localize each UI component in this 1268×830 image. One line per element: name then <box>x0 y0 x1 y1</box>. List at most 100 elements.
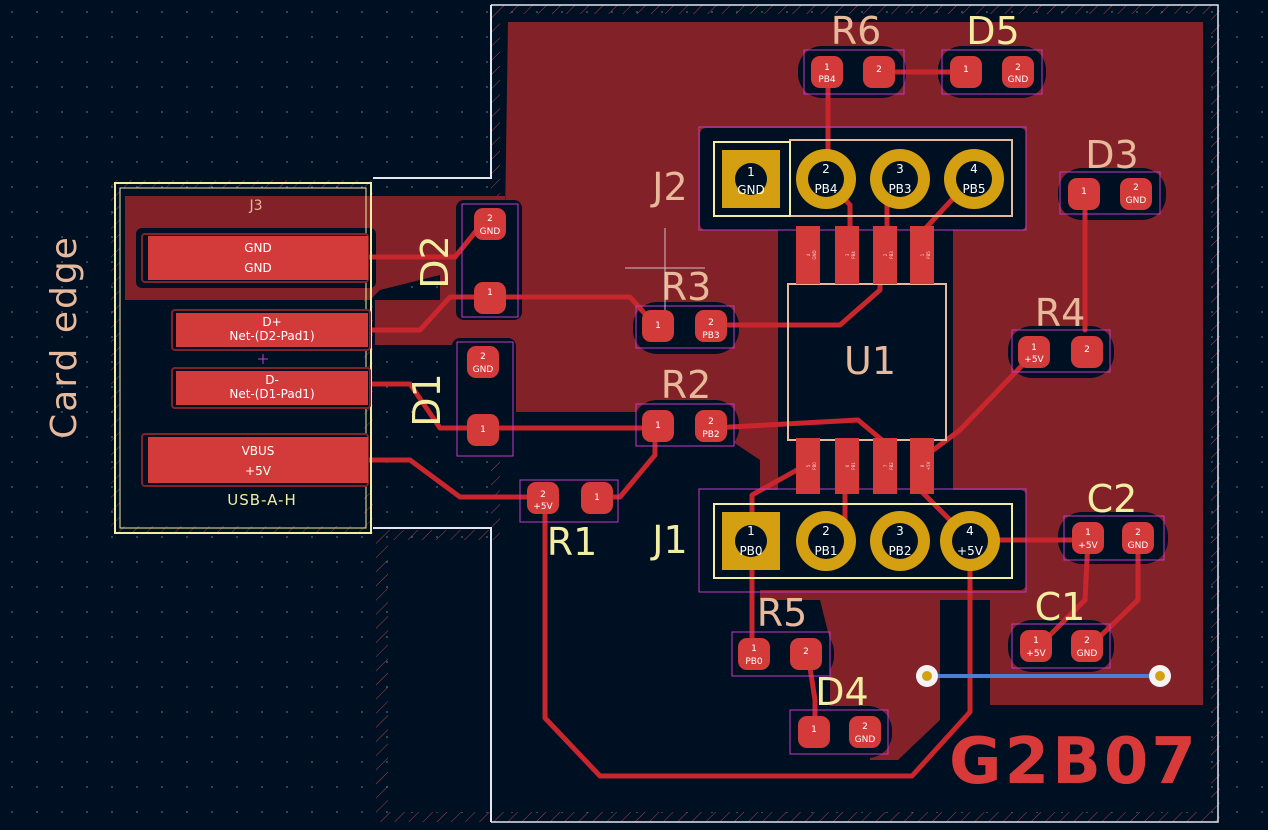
usb-pad-dplus-label2: Net-(D2-Pad1) <box>229 329 314 343</box>
card-edge-label: Card edge <box>44 235 85 439</box>
svg-text:GND: GND <box>473 365 494 375</box>
svg-text:PB2: PB2 <box>889 462 894 470</box>
svg-text:8: 8 <box>920 464 925 467</box>
led-d3: D3 1 2 GND <box>1068 133 1152 210</box>
svg-text:D5: D5 <box>966 9 1019 53</box>
svg-text:+5V: +5V <box>533 502 553 512</box>
svg-text:2: 2 <box>822 524 830 538</box>
svg-text:R3: R3 <box>661 265 712 309</box>
svg-text:1: 1 <box>747 165 755 179</box>
svg-text:C2: C2 <box>1087 477 1138 521</box>
svg-text:D2: D2 <box>413 235 457 288</box>
svg-text:6: 6 <box>845 464 850 467</box>
svg-text:PB4: PB4 <box>851 251 856 259</box>
svg-text:D3: D3 <box>1085 133 1138 177</box>
svg-text:+5V: +5V <box>1026 649 1046 659</box>
svg-text:PB0: PB0 <box>745 657 763 667</box>
svg-text:+5V: +5V <box>957 544 984 558</box>
svg-text:2: 2 <box>708 318 714 328</box>
svg-text:4: 4 <box>970 162 978 176</box>
svg-text:1: 1 <box>480 425 486 435</box>
svg-text:PB3: PB3 <box>702 331 719 341</box>
usb-pad-dplus-label1: D+ <box>262 315 281 329</box>
svg-text:4: 4 <box>966 524 974 538</box>
svg-text:1: 1 <box>487 288 493 298</box>
connector-j1: J1 1 PB0 2 PB1 3 PB2 4 +5V <box>650 511 1000 571</box>
svg-text:2: 2 <box>1135 528 1141 538</box>
svg-text:D1: D1 <box>405 373 449 426</box>
svg-text:R5: R5 <box>757 591 808 635</box>
svg-text:PB1: PB1 <box>851 462 856 470</box>
svg-text:1: 1 <box>655 421 661 431</box>
svg-text:2: 2 <box>1015 63 1021 73</box>
svg-text:1: 1 <box>751 644 757 654</box>
svg-text:GND: GND <box>1008 75 1029 85</box>
svg-text:GND: GND <box>480 227 501 237</box>
led-d5: D5 1 2 GND <box>950 9 1034 88</box>
svg-text:GND: GND <box>737 183 765 197</box>
svg-text:2: 2 <box>803 647 809 657</box>
svg-text:PB2: PB2 <box>702 430 719 440</box>
svg-text:PB1: PB1 <box>814 544 837 558</box>
usb-pad-dplus <box>176 313 368 347</box>
svg-text:2: 2 <box>487 214 493 224</box>
svg-text:5: 5 <box>806 464 811 467</box>
svg-text:+5V: +5V <box>926 461 931 470</box>
svg-text:PB0: PB0 <box>812 462 817 470</box>
svg-text:1: 1 <box>963 65 969 75</box>
svg-text:GND: GND <box>1128 541 1149 551</box>
usb-pad-vbus <box>148 437 368 483</box>
led-d2: D2 2 GND 1 <box>413 208 506 314</box>
svg-text:D4: D4 <box>815 670 868 714</box>
dimension-line <box>916 665 1171 687</box>
svg-text:PB4: PB4 <box>818 75 836 85</box>
svg-text:3: 3 <box>896 162 904 176</box>
svg-text:1: 1 <box>1085 528 1091 538</box>
svg-text:2: 2 <box>862 722 868 732</box>
svg-text:R1: R1 <box>547 520 598 564</box>
capacitor-c1: C1 1 +5V 2 GND <box>1020 585 1103 662</box>
usb-pad-gnd <box>148 236 368 280</box>
svg-text:1: 1 <box>1081 187 1087 197</box>
svg-text:2: 2 <box>1084 345 1090 355</box>
resistor-r5: R5 1 PB0 2 <box>738 591 822 670</box>
u1-ref-label: U1 <box>844 339 896 383</box>
svg-text:1: 1 <box>920 253 925 256</box>
svg-text:PB0: PB0 <box>739 544 762 558</box>
svg-text:2: 2 <box>883 253 888 256</box>
usb-value-label: USB-A-H <box>227 491 297 509</box>
svg-text:1: 1 <box>811 725 817 735</box>
svg-text:+5V: +5V <box>1024 355 1044 365</box>
svg-text:PB4: PB4 <box>814 182 837 196</box>
svg-text:7: 7 <box>883 464 888 467</box>
svg-text:PB3: PB3 <box>888 182 911 196</box>
svg-text:2: 2 <box>708 417 714 427</box>
svg-text:GND: GND <box>1077 649 1098 659</box>
resistor-r3: R3 1 2 PB3 <box>642 265 727 342</box>
svg-text:2: 2 <box>540 490 546 500</box>
svg-text:R6: R6 <box>831 9 882 53</box>
connector-j2: J2 1 GND 2 PB4 3 PB3 4 PB5 <box>650 149 1004 209</box>
usb-pad-dminus-label1: D- <box>265 373 279 387</box>
svg-text:GND: GND <box>855 735 876 745</box>
courtyards <box>456 49 1165 755</box>
svg-text:2: 2 <box>822 162 830 176</box>
resistor-r2: R2 1 2 PB2 <box>642 363 727 442</box>
silkscreen-outlines <box>114 139 1013 579</box>
svg-text:1: 1 <box>747 524 755 538</box>
svg-text:C1: C1 <box>1035 585 1086 629</box>
usb-pad-gnd-label2: GND <box>244 261 272 275</box>
svg-text:2: 2 <box>480 352 486 362</box>
svg-text:1: 1 <box>1031 343 1037 353</box>
usb-pad-dminus <box>176 371 368 405</box>
svg-text:3: 3 <box>896 524 904 538</box>
usb-pad-gnd-label1: GND <box>244 241 272 255</box>
svg-text:R2: R2 <box>661 363 712 407</box>
svg-text:GND: GND <box>812 250 817 259</box>
led-d4: D4 1 2 GND <box>798 670 881 748</box>
svg-text:GND: GND <box>1126 196 1147 206</box>
board-id-label: G2B07 <box>949 725 1199 799</box>
svg-text:2: 2 <box>1084 636 1090 646</box>
svg-text:3: 3 <box>845 253 850 256</box>
